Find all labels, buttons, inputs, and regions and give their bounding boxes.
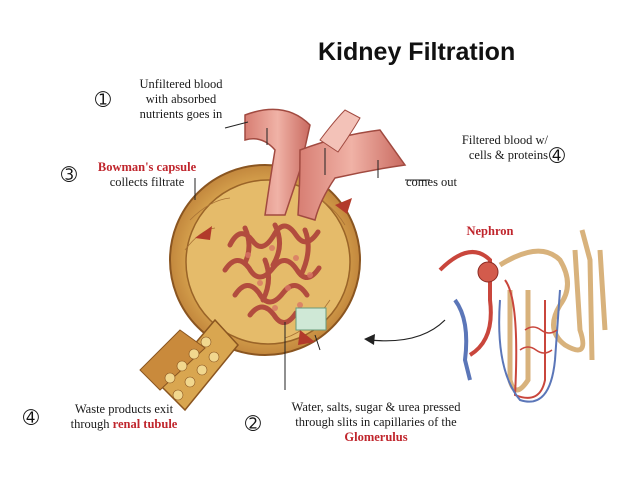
- bowmans-capsule-label: Bowman's capsule collects filtrate: [84, 160, 210, 190]
- glomerulus-filtration-label: Water, salts, sugar & urea pressed throu…: [268, 400, 484, 445]
- waste-line-1: Waste products exit: [54, 402, 194, 417]
- nephron-illustration: [440, 230, 605, 402]
- step-2-marker: ➁: [242, 414, 264, 436]
- filtered-line-1: Filtered blood w/: [424, 133, 548, 148]
- nephron-label: Nephron: [455, 224, 525, 239]
- filtered-blood-label: Filtered blood w/ cells & proteins: [424, 133, 548, 163]
- step-3-marker: ➂: [58, 165, 80, 187]
- waste-line-2-prefix: through: [71, 417, 113, 431]
- water-line-2: through slits in capillaries of the: [268, 415, 484, 430]
- filtered-line-2: cells & proteins: [424, 148, 548, 163]
- waste-products-label: Waste products exit through renal tubule: [54, 402, 194, 432]
- bowman-name: Bowman's capsule: [84, 160, 210, 175]
- bowman-desc: collects filtrate: [84, 175, 210, 190]
- filtered-line-3: comes out: [406, 175, 486, 190]
- glomerulus-term: Glomerulus: [268, 430, 484, 445]
- unfiltered-line-2: with absorbed: [116, 92, 246, 107]
- waste-line-2: through renal tubule: [54, 417, 194, 432]
- pointer-arrowhead: [364, 334, 375, 345]
- pointer-arrow: [370, 320, 445, 341]
- unfiltered-line-3: nutrients goes in: [116, 107, 246, 122]
- renal-tubule-term: renal tubule: [113, 417, 178, 431]
- step-1-marker: ➀: [92, 90, 114, 112]
- inset-highlight: [296, 308, 326, 330]
- unfiltered-blood-label: Unfiltered blood with absorbed nutrients…: [116, 77, 246, 122]
- water-line-1: Water, salts, sugar & urea pressed: [268, 400, 484, 415]
- step-4-right-marker: ➃: [546, 146, 568, 168]
- page-title: Kidney Filtration: [318, 38, 578, 67]
- unfiltered-line-1: Unfiltered blood: [116, 77, 246, 92]
- renal-tubule: [140, 320, 238, 410]
- step-4-left-marker: ➃: [20, 408, 42, 430]
